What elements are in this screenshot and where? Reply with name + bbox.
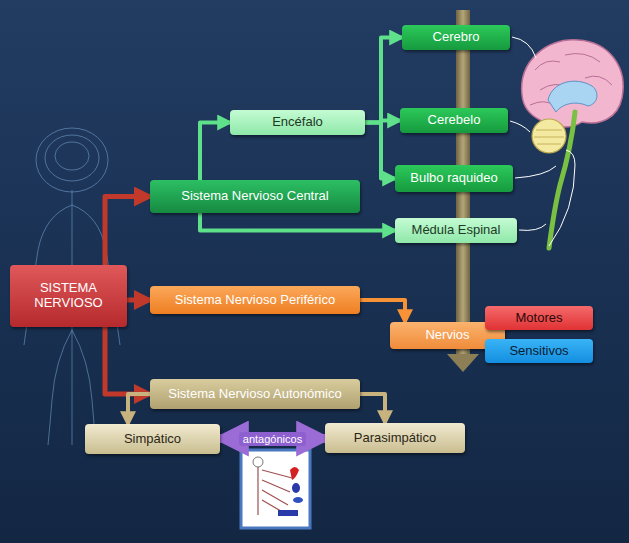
node-label: Parasimpático <box>354 431 436 446</box>
node-label: Simpático <box>124 432 181 447</box>
leader-line <box>510 37 575 246</box>
connector-arrow <box>200 213 395 231</box>
node-label: Sensitivos <box>509 344 568 359</box>
brain-illustration <box>522 40 624 248</box>
type-box: Sensitivos <box>485 339 593 363</box>
part-box: Encéfalo <box>230 110 365 135</box>
node-label: Sistema Nervioso Central <box>181 189 328 204</box>
connector-arrow <box>360 394 385 423</box>
connector-arrow <box>365 38 402 123</box>
node-label: Bulbo raquideo <box>410 171 497 186</box>
node-label: Motores <box>516 311 563 326</box>
part-box: Cerebro <box>402 25 510 50</box>
division-box: Parasimpático <box>325 423 465 453</box>
edge-label: antagónicos <box>239 432 306 446</box>
connector-arrow <box>128 394 150 424</box>
division-box: Simpático <box>85 424 220 454</box>
node-label: Cerebro <box>433 30 480 45</box>
connector-arrow <box>105 327 150 394</box>
part-box: Bulbo raquideo <box>395 165 513 192</box>
connector-arrow <box>105 197 150 266</box>
category-box: Sistema Nervioso Central <box>150 180 360 213</box>
node-label: Médula Espinal <box>412 223 501 238</box>
node-label: Nervios <box>425 328 469 343</box>
part-box: Cerebelo <box>400 108 508 133</box>
connector-arrow <box>200 123 230 181</box>
node-label: Sistema Nervioso Periférico <box>175 293 335 308</box>
connector-arrow <box>127 298 150 303</box>
node-label: SISTEMA NERVIOSO <box>16 281 121 311</box>
type-box: Motores <box>485 306 593 330</box>
category-box: Sistema Nervioso Periférico <box>150 286 360 314</box>
part-box: Médula Espinal <box>395 218 517 243</box>
autonomic-picture <box>241 450 310 528</box>
node-label: Cerebelo <box>428 113 481 128</box>
category-box: Sistema Nervioso Autonómico <box>150 379 360 409</box>
connector-arrow <box>360 300 405 322</box>
node-label: Encéfalo <box>272 115 323 130</box>
node-label: Sistema Nervioso Autonómico <box>168 387 341 402</box>
connector-arrow <box>365 123 395 179</box>
root-box: SISTEMA NERVIOSO <box>10 265 127 327</box>
